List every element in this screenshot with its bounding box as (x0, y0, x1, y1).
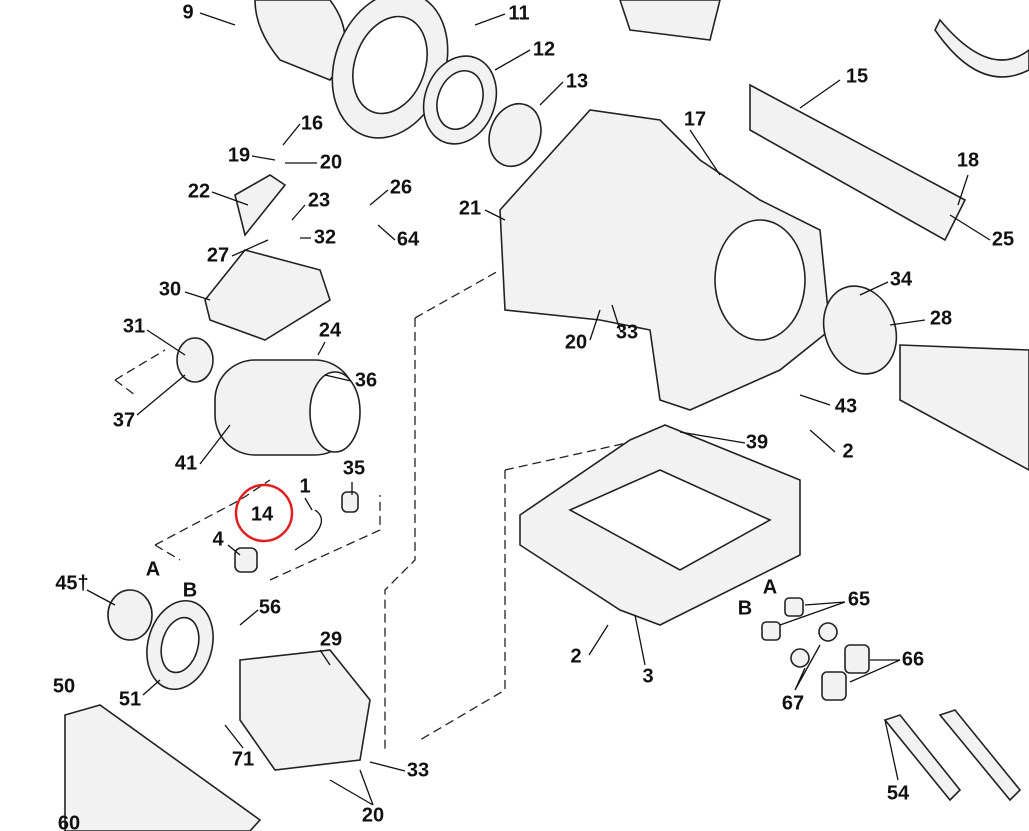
part-label: 11 (508, 2, 529, 24)
part-label: 67 (782, 692, 804, 714)
part-label: 9 (182, 1, 193, 23)
part-label: 21 (459, 197, 481, 219)
part-label: 28 (930, 307, 952, 329)
part-label: 31 (123, 315, 145, 337)
part-label: 17 (684, 108, 706, 130)
part-label: 2 (842, 440, 853, 462)
housing-parts (254, 0, 1029, 471)
part-label: A (146, 558, 160, 580)
part-label: 37 (113, 409, 135, 431)
part-label: 60 (58, 812, 80, 831)
part-label: 41 (175, 452, 197, 474)
part-label: 12 (533, 38, 555, 60)
highlight-circle (234, 483, 294, 543)
part-label: 1 (299, 475, 310, 497)
motor-parts (64, 174, 1022, 831)
part-label: 36 (355, 369, 377, 391)
part-label: 25 (992, 228, 1014, 250)
part-label: 34 (890, 268, 913, 290)
part-label: 39 (746, 431, 768, 453)
part-label: 22 (188, 180, 210, 202)
part-label: A (763, 576, 777, 598)
part-label: 30 (159, 278, 181, 300)
part-label: 4 (212, 528, 224, 550)
part-label: 45† (55, 572, 88, 594)
part-label: 19 (228, 144, 250, 166)
part-label: 65 (848, 588, 870, 610)
assembly-dashed-lines (114, 269, 641, 750)
part-label: 50 (53, 675, 75, 697)
part-label: 27 (207, 244, 229, 266)
part-labels: 9 11 12 13 15 16 17 18 19 20 22 26 23 21… (53, 1, 1014, 831)
part-label: 18 (957, 149, 979, 171)
part-label: 23 (308, 189, 330, 211)
part-label: 2 (570, 645, 581, 667)
leader-lines (86, 12, 991, 806)
part-label: 20 (362, 804, 384, 826)
part-label: 15 (846, 65, 868, 87)
part-label: 13 (566, 70, 588, 92)
part-label: B (738, 597, 752, 619)
part-label: 32 (314, 226, 336, 248)
part-label: 33 (616, 321, 638, 343)
part-label: 26 (390, 176, 412, 198)
part-label: 29 (320, 628, 342, 650)
part-label: 33 (407, 759, 429, 781)
part-label: 66 (902, 648, 924, 670)
part-label: 54 (887, 782, 910, 804)
part-label: 3 (642, 665, 653, 687)
part-label: 56 (259, 596, 281, 618)
part-label: 16 (301, 112, 323, 134)
part-label: 43 (835, 395, 857, 417)
highlighted-part-label: 14 (251, 503, 274, 525)
part-label: B (183, 579, 197, 601)
part-label: 20 (320, 151, 342, 173)
part-label: 51 (119, 688, 141, 710)
part-label: 71 (232, 748, 254, 770)
part-label: 20 (565, 331, 587, 353)
part-label: 64 (397, 228, 420, 250)
part-label: 35 (343, 457, 365, 479)
part-label: 24 (319, 319, 342, 341)
